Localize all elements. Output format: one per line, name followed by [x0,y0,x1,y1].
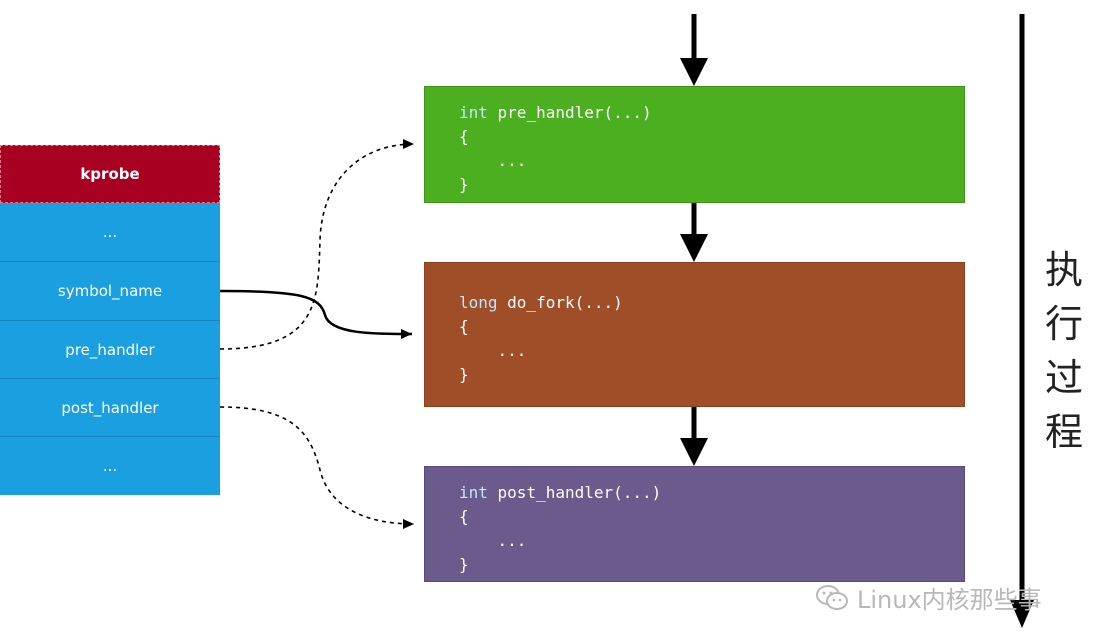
struct-field-post-handler: post_handler [0,379,220,437]
post-handler-to-box-connector [219,406,415,529]
execution-timeline-arrow [1010,14,1034,628]
watermark-text: Linux内核那些事 [857,586,1042,614]
exec-label-char-3: 过 [1044,356,1083,400]
do-fork-close-brace: } [459,365,469,384]
struct-field-ellipsis-top: ... [0,203,220,262]
flow-arrow-fork-to-post [680,407,708,466]
pre-handler-open-brace: { [459,127,469,146]
pre-handler-keyword: int [459,103,488,122]
struct-header-kprobe: kprobe [0,145,220,203]
do-fork-keyword: long [459,293,498,312]
do-fork-box: long do_fork(...) { ... } [424,262,965,407]
do-fork-signature: long do_fork(...) [459,291,964,315]
exec-label-char-2: 行 [1044,302,1083,346]
do-fork-name: do_fork(...) [497,293,623,312]
post-handler-keyword: int [459,483,488,502]
post-handler-box: int post_handler(...) { ... } [424,466,965,582]
pre-handler-box: int pre_handler(...) { ... } [424,86,965,203]
flow-arrow-into-pre [680,14,708,86]
do-fork-open-brace: { [459,317,469,336]
post-handler-name: post_handler(...) [487,483,662,502]
pre-handler-signature: int pre_handler(...) [459,101,964,125]
wechat-icon [816,584,848,610]
post-handler-body: ... [459,531,527,550]
pre-handler-name: pre_handler(...) [487,103,652,122]
symbol-name-to-do-fork-connector [219,289,413,340]
struct-field-ellipsis-bottom: ... [0,437,220,495]
exec-label-char-1: 执 [1044,248,1083,292]
pre-handler-to-box-connector [219,139,415,350]
watermark: Linux内核那些事 [815,580,1042,615]
execution-process-label: 执 行 过 程 [1042,243,1086,459]
post-handler-open-brace: { [459,507,469,526]
post-handler-signature: int post_handler(...) [459,481,964,505]
struct-field-symbol-name: symbol_name [0,262,220,321]
struct-field-pre-handler: pre_handler [0,321,220,379]
pre-handler-close-brace: } [459,175,469,194]
exec-label-char-4: 程 [1044,410,1083,454]
pre-handler-body: ... [459,151,527,170]
post-handler-close-brace: } [459,555,469,574]
flow-arrow-pre-to-fork [680,203,708,262]
do-fork-body: ... [459,341,527,360]
